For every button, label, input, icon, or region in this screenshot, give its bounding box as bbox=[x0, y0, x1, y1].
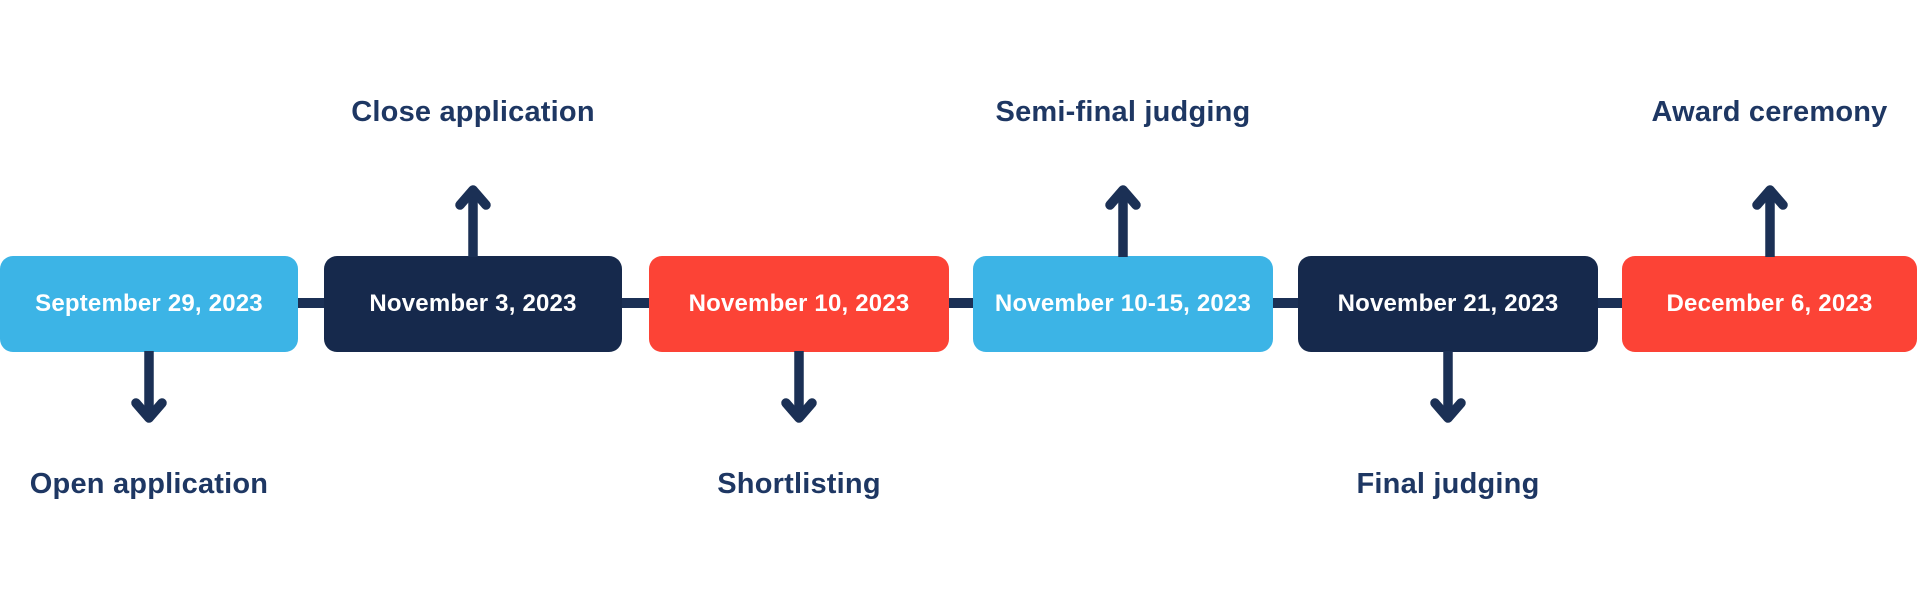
event-semi-final-judging: November 10-15, 2023 Semi-final judging bbox=[973, 0, 1273, 600]
event-label: Shortlisting bbox=[717, 468, 881, 500]
connector-line bbox=[1588, 298, 1632, 308]
event-date-box: November 10-15, 2023 bbox=[973, 256, 1273, 352]
event-award-ceremony: December 6, 2023 Award ceremony bbox=[1622, 0, 1917, 600]
event-final-judging: November 21, 2023 Final judging bbox=[1298, 0, 1598, 600]
connector-line bbox=[1263, 298, 1308, 308]
arrow-up-icon bbox=[1751, 185, 1788, 257]
event-close-application: November 3, 2023 Close application bbox=[324, 0, 622, 600]
event-date-box: December 6, 2023 bbox=[1622, 256, 1917, 352]
event-label: Close application bbox=[351, 96, 595, 128]
arrow-up-icon bbox=[1105, 185, 1141, 257]
event-date: November 3, 2023 bbox=[369, 290, 577, 317]
event-date: December 6, 2023 bbox=[1666, 290, 1873, 317]
arrow-down-icon bbox=[1430, 351, 1466, 423]
arrow-up-icon bbox=[455, 185, 491, 257]
event-date: November 10, 2023 bbox=[688, 290, 910, 317]
event-label: Final judging bbox=[1356, 468, 1540, 500]
event-date: November 21, 2023 bbox=[1337, 290, 1559, 317]
event-label: Open application bbox=[29, 468, 269, 500]
event-open-application: September 29, 2023 Open application bbox=[0, 0, 298, 600]
event-date-box: November 3, 2023 bbox=[324, 256, 622, 352]
event-date-box: November 21, 2023 bbox=[1298, 256, 1598, 352]
event-label: Award ceremony bbox=[1651, 96, 1888, 128]
event-date: November 10-15, 2023 bbox=[994, 290, 1252, 317]
event-label: Semi-final judging bbox=[995, 96, 1251, 128]
event-date: September 29, 2023 bbox=[35, 290, 263, 317]
arrow-down-icon bbox=[131, 351, 167, 423]
event-date-box: November 10, 2023 bbox=[649, 256, 949, 352]
event-date-box: September 29, 2023 bbox=[0, 256, 298, 352]
connector-line bbox=[939, 298, 983, 308]
arrow-down-icon bbox=[781, 351, 817, 423]
event-shortlisting: November 10, 2023 Shortlisting bbox=[649, 0, 949, 600]
connector-line bbox=[288, 298, 334, 308]
connector-line bbox=[612, 298, 659, 308]
